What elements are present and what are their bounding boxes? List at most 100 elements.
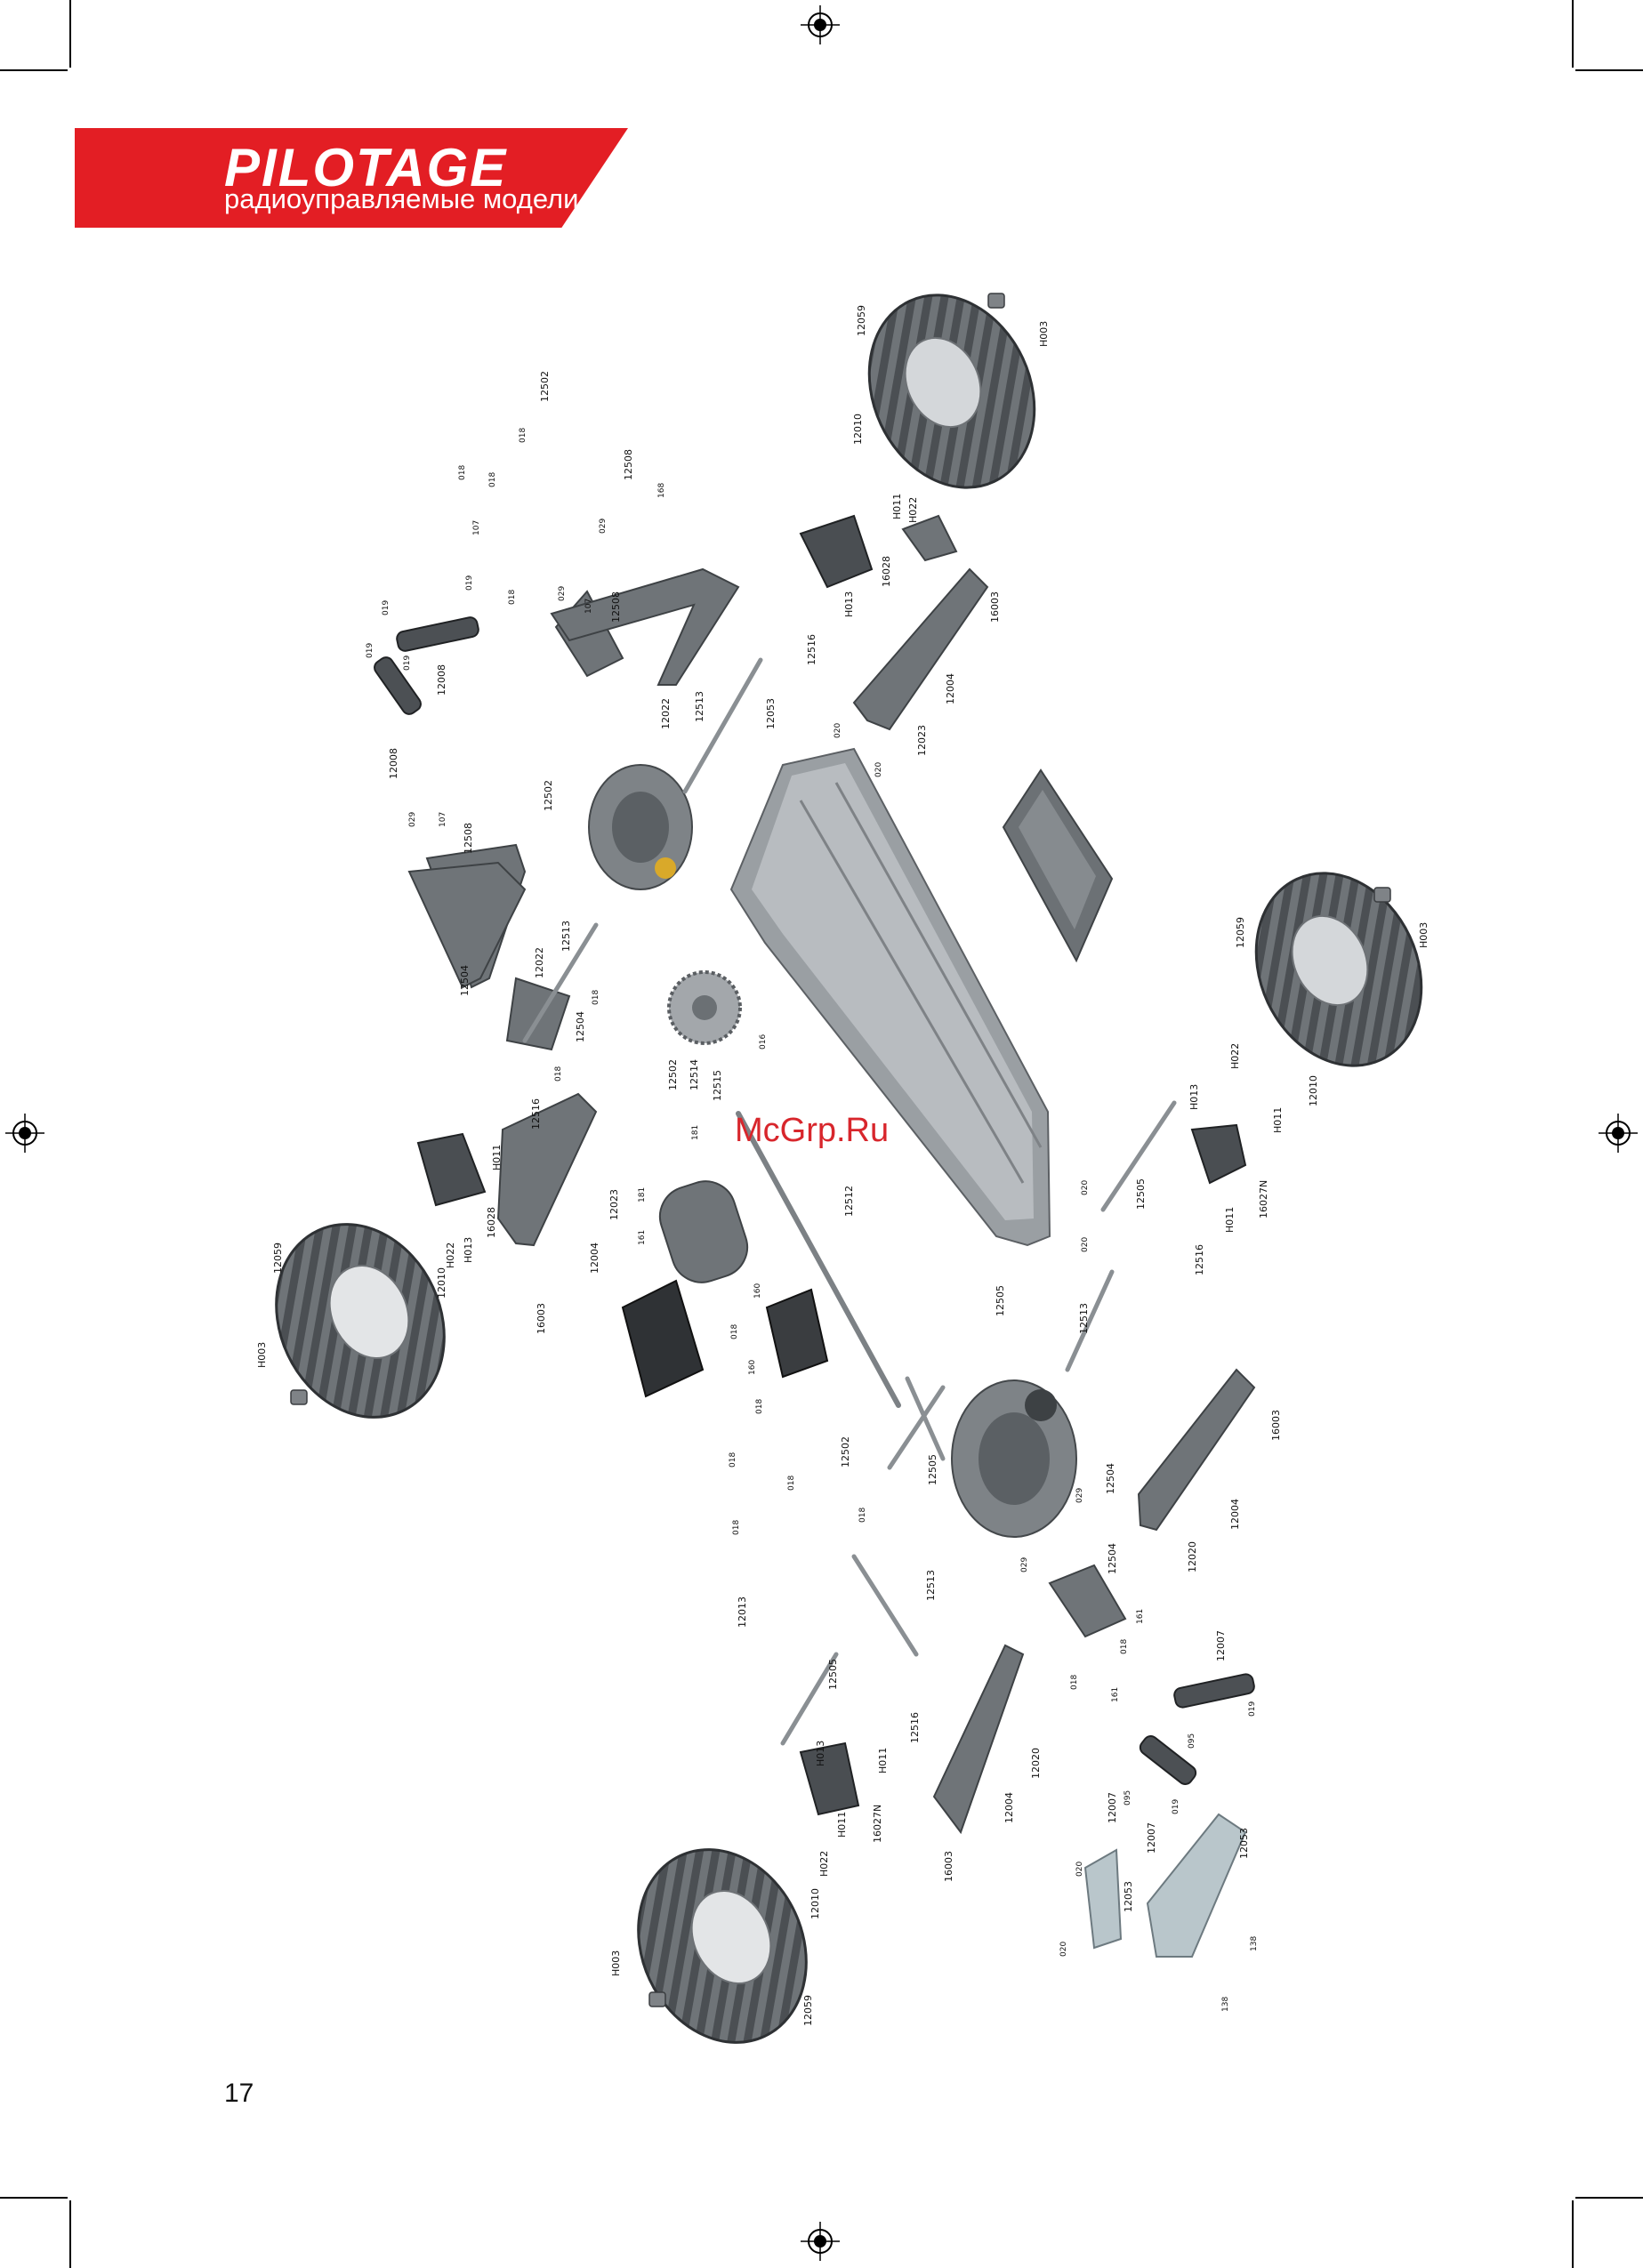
rear-gearbox xyxy=(951,1379,1077,1538)
hardware-label: 018 xyxy=(1070,1675,1079,1690)
part-label: 16027N xyxy=(1258,1180,1269,1218)
hardware-label: 018 xyxy=(592,990,600,1005)
hardware-label: 018 xyxy=(458,465,467,480)
part-label: 16003 xyxy=(1270,1410,1282,1441)
part-label: 16028 xyxy=(486,1207,497,1238)
part-label: H011 xyxy=(836,1812,848,1838)
hardware-label: 019 xyxy=(1248,1701,1257,1717)
hardware-label: 029 xyxy=(1075,1488,1084,1503)
hardware-label: 018 xyxy=(730,1324,739,1339)
hardware-label: 018 xyxy=(508,590,517,605)
hardware-label: 019 xyxy=(382,600,391,615)
part-label: 12504 xyxy=(575,1011,586,1042)
part-label: 12502 xyxy=(667,1059,679,1090)
hardware-label: 107 xyxy=(439,812,447,827)
part-label: 12059 xyxy=(1235,917,1246,948)
part-label: 12512 xyxy=(843,1186,855,1217)
crop-mark-bottom-right-v xyxy=(1572,2200,1574,2268)
wheel-front-right xyxy=(867,294,1036,489)
hardware-label: 019 xyxy=(403,655,412,671)
part-label: 12022 xyxy=(660,698,672,729)
rear-bumper xyxy=(1083,1813,1247,1958)
part-label: H022 xyxy=(445,1243,456,1268)
hardware-label: 019 xyxy=(465,575,474,591)
part-label: 12010 xyxy=(809,1888,821,1919)
part-label: 12505 xyxy=(995,1285,1006,1316)
part-label: H003 xyxy=(1038,321,1050,347)
part-label: 16027N xyxy=(872,1805,883,1843)
wheel-rear-right xyxy=(1254,872,1423,1067)
part-label: 12013 xyxy=(737,1596,748,1628)
part-label: 12502 xyxy=(543,780,554,811)
brand-tagline: радиоуправляемые модели xyxy=(224,183,579,214)
part-label: H013 xyxy=(815,1741,826,1766)
part-label: 16003 xyxy=(536,1303,547,1334)
part-label: 12004 xyxy=(1229,1499,1241,1530)
part-label: 12516 xyxy=(909,1712,921,1743)
hardware-label: 018 xyxy=(755,1399,764,1414)
registration-mark-icon xyxy=(1599,1114,1638,1153)
hardware-label: 029 xyxy=(599,519,608,534)
hardware-label: 095 xyxy=(1188,1733,1196,1749)
crop-mark-bottom-left-h xyxy=(0,2197,68,2199)
steering-knuckle xyxy=(416,514,1247,1816)
part-label: 12053 xyxy=(1238,1828,1250,1859)
crop-mark-top-right-v xyxy=(1572,0,1574,68)
shock-absorber xyxy=(374,616,1255,1785)
part-label: H022 xyxy=(818,1851,830,1877)
dogbone-shaft xyxy=(522,657,1177,1746)
hardware-label: 020 xyxy=(834,723,842,738)
part-label: 12010 xyxy=(436,1267,447,1299)
part-label: 12023 xyxy=(608,1189,620,1220)
part-label: H022 xyxy=(907,497,919,523)
part-label: 16003 xyxy=(943,1851,954,1882)
part-label: 12010 xyxy=(852,414,864,445)
part-label: 12053 xyxy=(1123,1881,1134,1912)
hardware-label: 029 xyxy=(558,586,567,601)
wheel-nut xyxy=(290,293,1391,2007)
part-label: H013 xyxy=(1188,1084,1200,1110)
hardware-label: 029 xyxy=(408,812,417,827)
hardware-label: 161 xyxy=(638,1230,647,1245)
chassis-plate xyxy=(729,747,1051,1247)
brand-logo: PILOTAGE xyxy=(224,138,508,197)
part-label: 12004 xyxy=(945,673,956,704)
crop-mark-bottom-right-h xyxy=(1575,2197,1643,2199)
part-label: H011 xyxy=(491,1145,503,1170)
part-label: 12023 xyxy=(916,725,928,756)
part-label: 12505 xyxy=(927,1454,938,1485)
part-label: 12513 xyxy=(694,691,705,722)
part-label: 12513 xyxy=(925,1570,937,1601)
hardware-label: 029 xyxy=(1020,1557,1029,1572)
hardware-label: 161 xyxy=(1111,1687,1120,1702)
registration-mark-icon xyxy=(801,2222,840,2261)
hardware-label: 018 xyxy=(732,1520,741,1535)
part-label: 12502 xyxy=(840,1436,851,1468)
part-label: H003 xyxy=(256,1342,268,1368)
hardware-label: 018 xyxy=(1120,1639,1129,1654)
part-label: 12515 xyxy=(712,1070,723,1101)
crop-mark-bottom-left-v xyxy=(69,2200,71,2268)
part-label: 12514 xyxy=(689,1059,700,1090)
part-label: 12502 xyxy=(539,371,551,402)
hardware-label: 020 xyxy=(1075,1862,1084,1877)
upper-a-arm xyxy=(407,567,740,989)
wheel-front-left xyxy=(275,1223,446,1419)
part-label: 12007 xyxy=(1107,1792,1118,1823)
part-label: 12505 xyxy=(827,1659,839,1690)
wheel-rear-left xyxy=(637,1848,808,2044)
hardware-label: 181 xyxy=(638,1187,647,1202)
part-label: 12516 xyxy=(1194,1244,1205,1275)
hardware-label: 020 xyxy=(1081,1237,1090,1252)
watermark: McGrp.Ru xyxy=(735,1112,890,1149)
hardware-label: 018 xyxy=(519,428,528,443)
crop-mark-top-left-h xyxy=(0,69,68,71)
hardware-label: 168 xyxy=(657,483,666,498)
part-label: H022 xyxy=(1229,1043,1241,1069)
part-label: H011 xyxy=(1272,1107,1284,1133)
hardware-label: 020 xyxy=(874,762,883,777)
part-label: 12504 xyxy=(459,965,471,996)
motor xyxy=(658,1180,749,1283)
hardware-label: 161 xyxy=(1136,1609,1145,1624)
